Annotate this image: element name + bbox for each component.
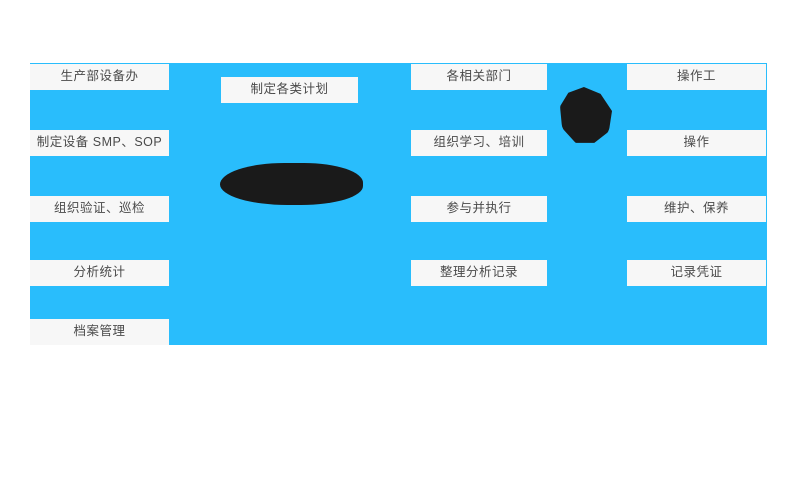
node-col3-row1[interactable]: 各相关部门 [411, 64, 547, 90]
node-col1-row3[interactable]: 组织验证、巡检 [30, 196, 169, 222]
node-col4-row1[interactable]: 操作工 [627, 64, 766, 90]
node-col3-row4[interactable]: 整理分析记录 [411, 260, 547, 286]
flowchart-canvas: 生产部设备办 制定设备 SMP、SOP 组织验证、巡检 分析统计 档案管理 制定… [30, 63, 767, 345]
node-col4-row2[interactable]: 操作 [627, 130, 766, 156]
node-col1-row2[interactable]: 制定设备 SMP、SOP [30, 130, 169, 156]
redaction-blob-left [220, 163, 363, 205]
node-col1-row4[interactable]: 分析统计 [30, 260, 169, 286]
node-col2-row1[interactable]: 制定各类计划 [221, 77, 358, 103]
node-col3-row3[interactable]: 参与并执行 [411, 196, 547, 222]
node-col1-row5[interactable]: 档案管理 [30, 319, 169, 345]
node-col4-row3[interactable]: 维护、保养 [627, 196, 766, 222]
node-col1-row1[interactable]: 生产部设备办 [30, 64, 169, 90]
node-col3-row2[interactable]: 组织学习、培训 [411, 130, 547, 156]
node-col4-row4[interactable]: 记录凭证 [627, 260, 766, 286]
